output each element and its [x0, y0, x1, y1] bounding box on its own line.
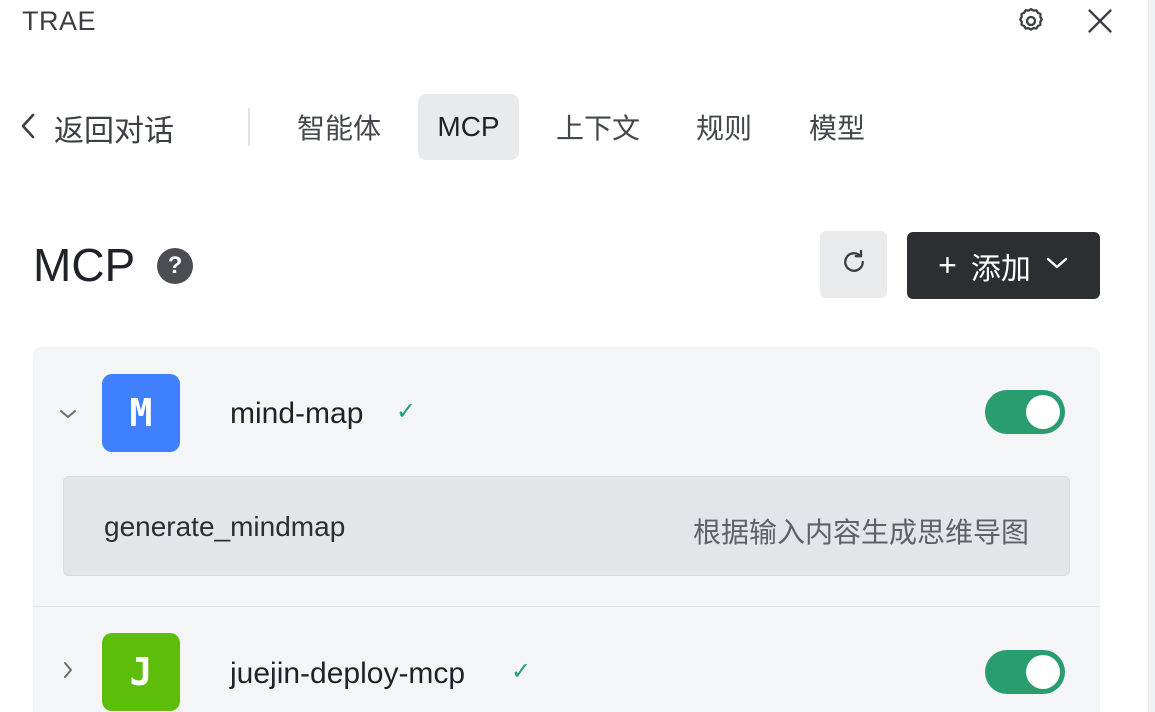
- check-icon: ✓: [511, 658, 532, 685]
- tab-context[interactable]: 上下文: [555, 113, 640, 144]
- server-row-juejin-deploy-mcp[interactable]: J juejin-deploy-mcp ✓: [33, 607, 1100, 712]
- refresh-button[interactable]: [820, 231, 887, 298]
- check-icon: ✓: [396, 398, 417, 425]
- chevron-right-icon[interactable]: [58, 660, 78, 680]
- mcp-server-list: M mind-map ✓ generate_mindmap 根据输入内容生成思维…: [33, 347, 1100, 712]
- gear-icon[interactable]: [1014, 4, 1048, 38]
- add-button[interactable]: + 添加: [907, 232, 1100, 299]
- refresh-icon: [840, 248, 868, 281]
- add-label: 添加: [970, 252, 1031, 286]
- server-enable-toggle[interactable]: [985, 650, 1065, 694]
- close-icon[interactable]: [1083, 4, 1117, 38]
- back-label: 返回对话: [54, 115, 174, 148]
- chevron-left-icon: [18, 111, 40, 146]
- nav-divider: [248, 108, 250, 146]
- server-enable-toggle[interactable]: [985, 390, 1065, 434]
- chevron-down-icon[interactable]: [58, 404, 78, 424]
- server-name: juejin-deploy-mcp: [230, 657, 466, 690]
- tab-agents[interactable]: 智能体: [296, 113, 381, 144]
- server-avatar: M: [102, 374, 180, 452]
- server-row-mind-map[interactable]: M mind-map ✓ generate_mindmap 根据输入内容生成思维…: [33, 347, 1100, 576]
- scrollbar[interactable]: [1148, 0, 1155, 712]
- plus-icon: +: [938, 247, 957, 283]
- top-nav: 返回对话 智能体 MCP 上下文 规则 模型: [0, 92, 1148, 162]
- server-avatar: J: [102, 633, 180, 711]
- tool-name: generate_mindmap: [104, 511, 346, 542]
- tab-mcp[interactable]: MCP: [418, 94, 519, 160]
- tab-rules[interactable]: 规则: [695, 113, 752, 144]
- toggle-knob: [1026, 655, 1060, 689]
- app-title: TRAE: [22, 6, 97, 36]
- toggle-knob: [1026, 395, 1060, 429]
- server-name: mind-map: [230, 397, 364, 430]
- help-icon[interactable]: ?: [157, 248, 193, 284]
- row-divider: [33, 606, 1100, 607]
- page-title: MCP: [33, 239, 136, 291]
- tool-description: 根据输入内容生成思维导图: [692, 517, 1029, 548]
- tab-models[interactable]: 模型: [808, 113, 865, 144]
- title-bar: TRAE: [0, 0, 1148, 46]
- back-to-chat-button[interactable]: 返回对话: [18, 106, 174, 150]
- chevron-down-icon: [1045, 255, 1069, 276]
- tool-item: generate_mindmap 根据输入内容生成思维导图: [63, 476, 1070, 576]
